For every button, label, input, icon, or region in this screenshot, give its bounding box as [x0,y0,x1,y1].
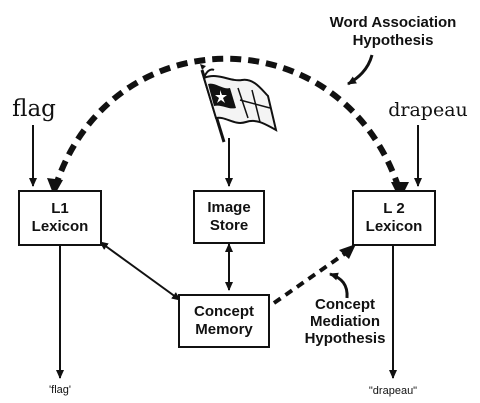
memory-l2-link-head [339,244,356,259]
image-store-box: Image Store [193,190,265,244]
memory-l2-link [272,248,352,305]
image-store-line-1: Image [207,199,251,216]
l1-output-label: 'flag' [49,384,71,396]
word-association-line-2: Hypothesis [352,32,434,49]
concept-mediation-line-3: Hypothesis [304,330,386,347]
word-association-line-1: Word Association [329,14,457,31]
concept-mediation-line-2: Mediation [310,313,380,330]
concept-mediation-hypothesis-label: Concept Mediation Hypothesis [286,296,404,347]
l2-word: drapeau [388,99,468,121]
concept-mediation-pointer [329,272,349,299]
l2-lexicon-line-2: Lexicon [365,218,423,235]
l2-lexicon-line-1: L 2 [383,200,405,217]
l1-word: flag [12,96,56,122]
word-association-hypothesis-label: Word Association Hypothesis [312,14,474,50]
l2-output-label: "drapeau" [368,385,418,397]
l2-lexicon-box: L 2 Lexicon [352,190,436,246]
l1-lexicon-line-1: L1 [51,200,69,217]
l1-lexicon-box: L1 Lexicon [18,190,102,246]
concept-memory-line-2: Memory [195,321,253,338]
image-store-line-2: Store [209,217,249,234]
concept-mediation-line-1: Concept [315,296,375,313]
l1-lexicon-line-2: Lexicon [31,218,89,235]
word-association-arc-head-left [47,178,63,196]
concept-memory-box: Concept Memory [178,294,270,348]
l1-memory-link [99,241,181,301]
word-association-pointer [347,54,374,86]
concept-memory-line-1: Concept [194,303,254,320]
flag-with-star-icon [200,64,278,143]
